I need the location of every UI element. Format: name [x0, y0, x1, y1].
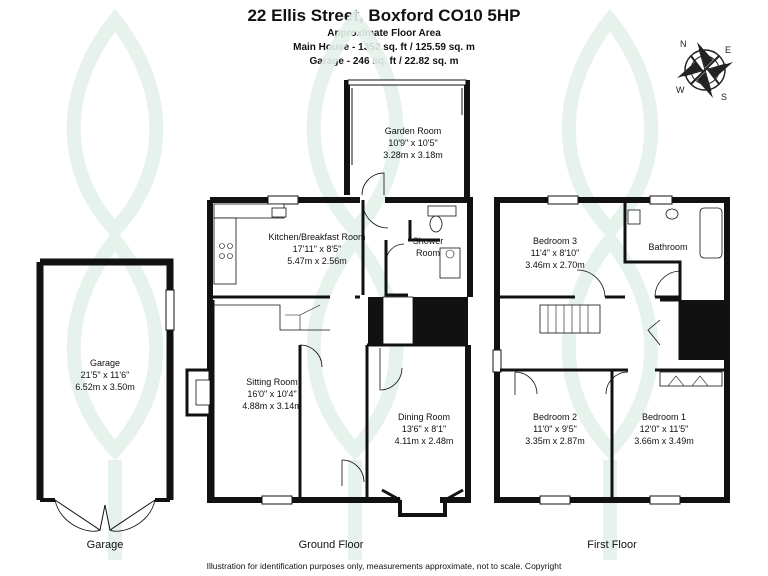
bedroom2-imperial: 11'0" x 9'5": [533, 424, 577, 434]
compass-s: S: [721, 92, 727, 102]
property-title: 22 Ellis Street, Boxford CO10 5HP: [247, 6, 521, 25]
shower-room-name-1: Shower: [413, 236, 444, 246]
garden-room-metric: 3.28m x 3.18m: [383, 150, 443, 160]
kitchen-name: Kitchen/Breakfast Room: [268, 232, 365, 242]
bedroom2-metric: 3.35m x 2.87m: [525, 436, 585, 446]
disclaimer: Illustration for identification purposes…: [207, 561, 562, 571]
bedroom3-name: Bedroom 3: [533, 236, 577, 246]
bedroom2-name: Bedroom 2: [533, 412, 577, 422]
garage-metric: 6.52m x 3.50m: [75, 382, 135, 392]
bedroom3-metric: 3.46m x 2.70m: [525, 260, 585, 270]
kitchen-imperial: 17'11" x 8'5": [293, 244, 342, 254]
dining-room-metric: 4.11m x 2.48m: [395, 436, 454, 446]
sitting-room-imperial: 16'0" x 10'4": [247, 389, 296, 399]
area-heading: Approximate Floor Area: [327, 28, 441, 39]
bedroom3-imperial: 11'4" x 8'10": [531, 248, 580, 258]
garage-plan: [36, 258, 175, 532]
garage-name: Garage: [90, 358, 120, 368]
kitchen-metric: 5.47m x 2.56m: [287, 256, 347, 266]
garage-imperial: 21'5" x 11'6": [81, 370, 130, 380]
dining-room-name: Dining Room: [398, 412, 450, 422]
floor-label-garage: Garage: [87, 539, 124, 551]
bedroom1-metric: 3.66m x 3.49m: [634, 436, 694, 446]
main-house-area: Main House - 1352 sq. ft / 125.59 sq. m: [293, 42, 475, 53]
floor-label-ground: Ground Floor: [299, 539, 364, 551]
ground-floor-plan: [185, 79, 473, 517]
bedroom1-imperial: 12'0" x 11'5": [640, 424, 689, 434]
sitting-room-metric: 4.88m x 3.14m: [242, 401, 302, 411]
dining-room-imperial: 13'6" x 8'1": [402, 424, 446, 434]
compass-e: E: [725, 45, 731, 55]
garden-room-imperial: 10'9" x 10'5": [388, 138, 437, 148]
compass-w: W: [676, 85, 685, 95]
first-floor-plan: [492, 195, 730, 505]
sitting-room-name: Sitting Room: [246, 377, 298, 387]
shower-room-name-2: Room: [416, 248, 440, 258]
bedroom1-name: Bedroom 1: [642, 412, 686, 422]
compass-rose-icon: [677, 42, 733, 98]
floor-label-first: First Floor: [587, 539, 637, 551]
bathroom-name: Bathroom: [648, 242, 687, 252]
garden-room-name: Garden Room: [385, 126, 442, 136]
compass-n: N: [680, 39, 687, 49]
